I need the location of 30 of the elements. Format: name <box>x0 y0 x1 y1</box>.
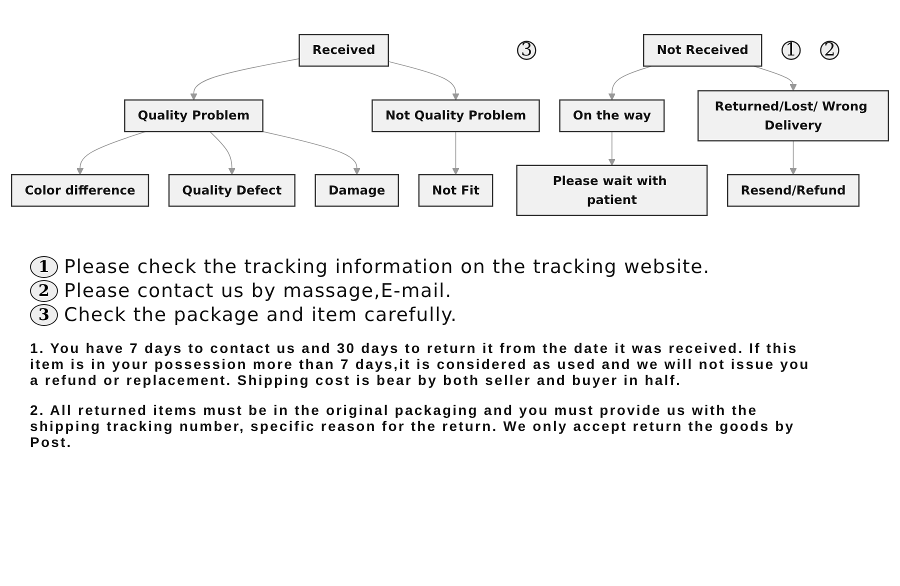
node-box: Received <box>298 34 389 67</box>
arrow <box>608 131 616 166</box>
node-box: On the way <box>559 99 665 132</box>
node-circle: 1 <box>782 40 801 60</box>
node-box: Quality Defect <box>168 174 296 207</box>
note-text: Please check the tracking information on the tracking website. <box>64 256 710 278</box>
arrow <box>452 131 460 175</box>
node-box: Color difference <box>10 174 150 207</box>
node-circle: 3 <box>516 40 536 60</box>
node-box: Not Received <box>642 34 762 67</box>
circled-number: 3 <box>30 304 58 326</box>
policy-paragraph: 2. All returned items must be in the original packaging and you must provide us with the shipping tracking number, specific reason for the return. We only accept return the goods by Post. <box>30 402 796 450</box>
node-box: Not Fit <box>418 174 494 207</box>
arrow <box>190 58 300 100</box>
note-text: Check the package and item carefully. <box>64 304 458 326</box>
node-circle: 2 <box>820 40 840 60</box>
note-text: Please contact us by massage,E-mail. <box>64 280 452 302</box>
node-box: Damage <box>314 174 400 207</box>
node-box: Quality Problem <box>124 99 264 132</box>
circled-number: 2 <box>30 280 58 302</box>
circled-number: 1 <box>30 256 58 278</box>
arrow <box>262 131 360 175</box>
node-box: Resend/Refund <box>727 174 860 207</box>
arrow <box>209 131 236 175</box>
policy-paragraph: 1. You have 7 days to contact us and 30 days to return it from the date it was received. If this item is in your possession more than 7 days,it is considered as used and we will not issue you a refund or replacement. Shipping cost is bear by both seller and buyer in half. <box>30 340 810 388</box>
node-box: Please wait with patient <box>516 164 708 216</box>
arrow <box>790 140 797 175</box>
arrow <box>388 61 460 100</box>
node-box: Not Quality Problem <box>372 99 540 132</box>
node-box: Returned/Lost/ Wrong Delivery <box>698 90 890 142</box>
